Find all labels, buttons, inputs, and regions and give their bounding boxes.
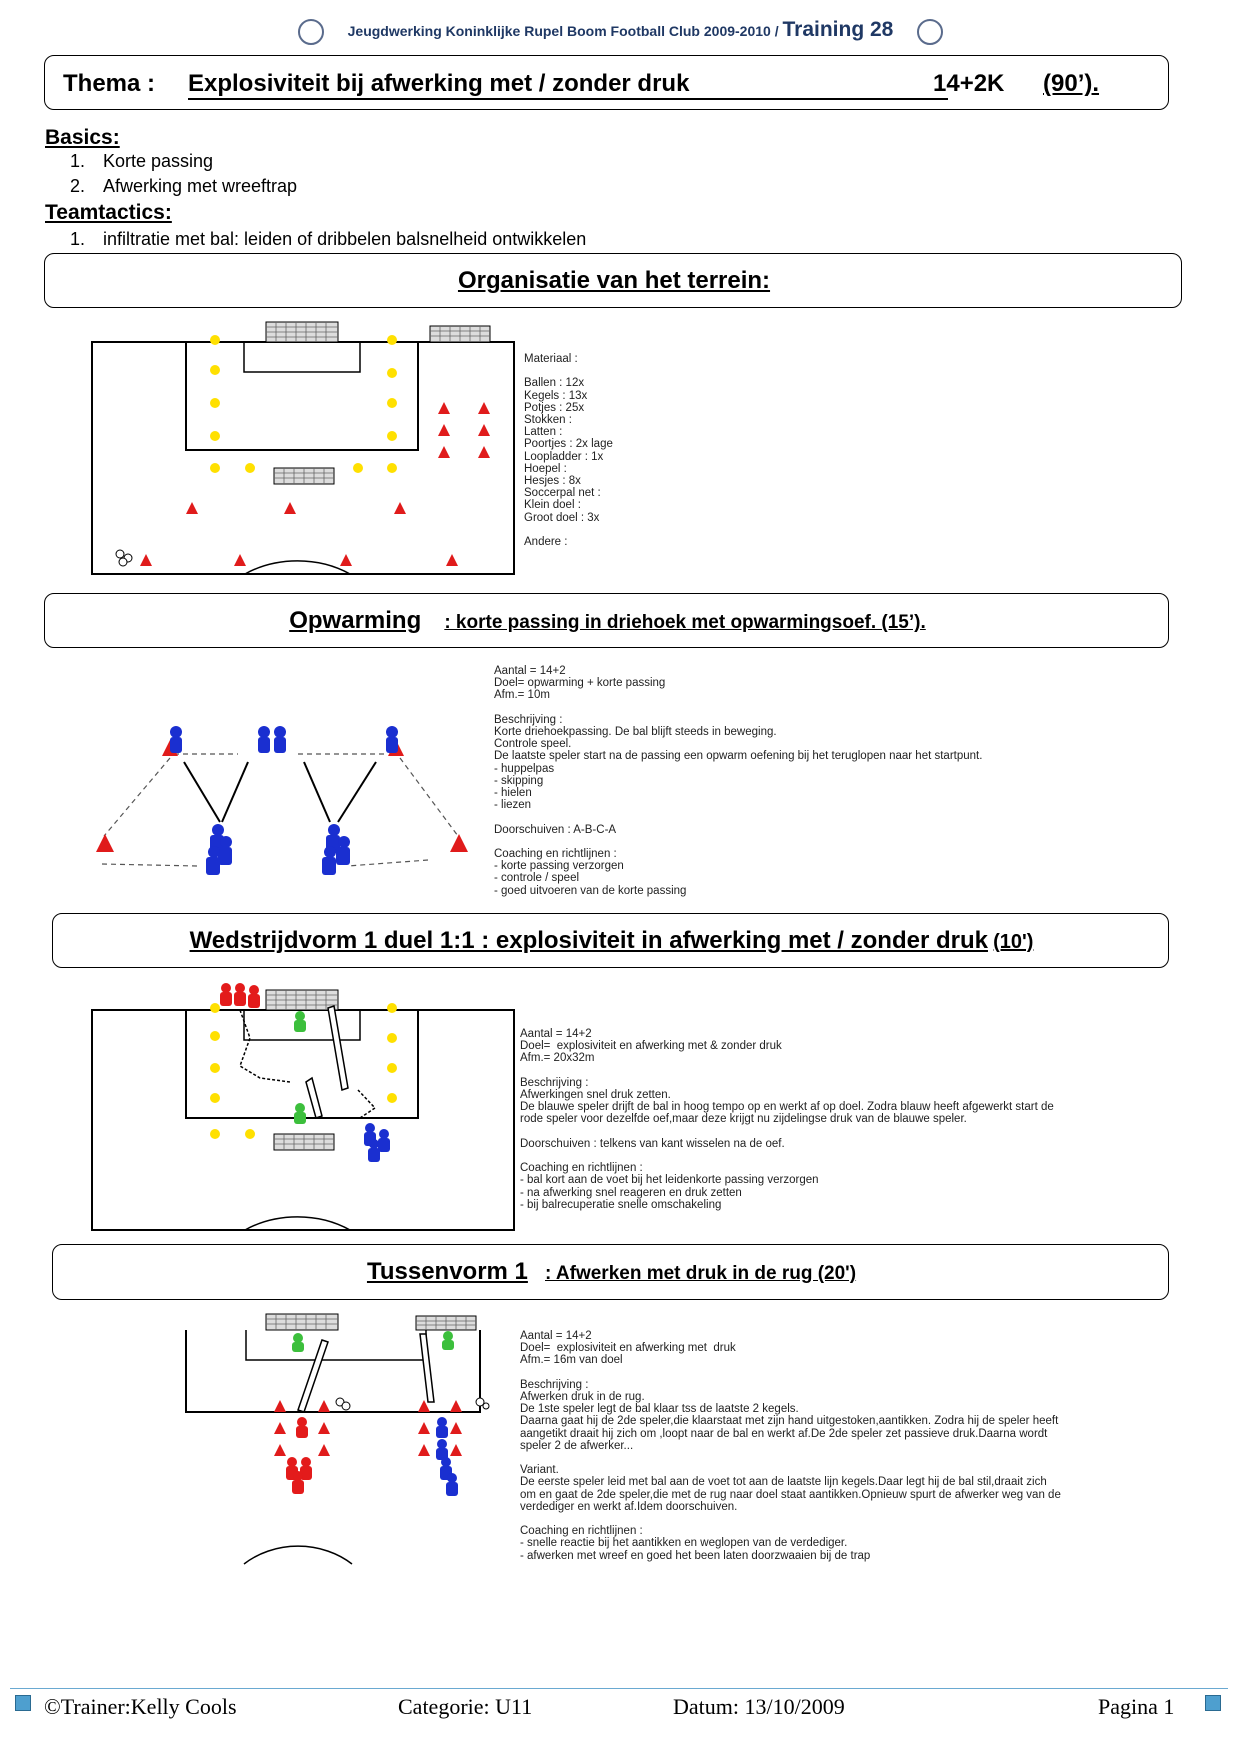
- header-training: Training 28: [782, 18, 894, 41]
- material-list: Materiaal : Ballen : 12x Kegels : 13x Po…: [524, 353, 613, 549]
- player-markers: [286, 1417, 312, 1494]
- dot-markers: [210, 335, 397, 473]
- theme-title: Explosiviteit bij afwerking met / zonder…: [188, 70, 948, 100]
- ball-icon: [115, 549, 133, 567]
- keeper-markers: [292, 1331, 454, 1352]
- opwarming-description: Aantal = 14+2 Doel= opwarming + korte pa…: [494, 665, 983, 897]
- organisatie-title: Organisatie van het terrein:: [457, 267, 771, 294]
- footer-square-icon: [1205, 1695, 1221, 1711]
- tussenvorm-description: Aantal = 14+2 Doel= explosiviteit en afw…: [520, 1330, 1061, 1562]
- opwarming-title: Opwarming: [289, 607, 422, 634]
- wedstrijdvorm-diagram: [91, 983, 515, 1231]
- goal-icon: [273, 467, 335, 485]
- theme-players: 14+2K: [933, 70, 1005, 97]
- header-club: Jeugdwerking Koninklijke Rupel Boom Foot…: [347, 23, 779, 39]
- list-item: 1.infiltratie met bal: leiden of dribbel…: [69, 229, 587, 249]
- opwarming-diagram: [96, 726, 468, 875]
- wedstrijdvorm-heading: Wedstrijdvorm 1 duel 1:1 : explosiviteit…: [53, 927, 1170, 955]
- organisatie-diagram: [91, 321, 515, 575]
- footer-trainer: ©Trainer:Kelly Cools: [44, 1694, 237, 1719]
- basics-heading: Basics:: [45, 126, 120, 149]
- footer-pagina: Pagina 1: [1098, 1694, 1175, 1719]
- opwarming-subtitle: : korte passing in driehoek met opwarmin…: [444, 612, 926, 633]
- footer-square-icon: [15, 1695, 31, 1711]
- goal-icon: [265, 321, 339, 343]
- player-markers: [364, 1123, 390, 1162]
- goal-icon: [273, 1133, 335, 1151]
- club-crest-icon: [297, 19, 324, 46]
- opwarming-box: Opwarming : korte passing in driehoek me…: [44, 593, 1169, 648]
- cone-markers: [140, 402, 490, 566]
- goal-icon: [265, 1313, 339, 1331]
- theme-label: Thema :: [63, 70, 156, 97]
- goal-icon: [265, 989, 339, 1011]
- club-crest-icon: [917, 19, 944, 46]
- wedstrijdvorm-duration: (10'): [993, 931, 1034, 953]
- basics-list: 1.Korte passing 2.Afwerking met wreeftra…: [45, 151, 297, 201]
- player-markers: [170, 726, 398, 875]
- wedstrijdvorm-box: Wedstrijdvorm 1 duel 1:1 : explosiviteit…: [52, 913, 1169, 968]
- goal-icon: [415, 1315, 477, 1331]
- theme-box: Thema : Explosiviteit bij afwerking met …: [44, 55, 1169, 110]
- theme-row: Thema : Explosiviteit bij afwerking met …: [63, 70, 1143, 100]
- tussenvorm-heading: Tussenvorm 1 : Afwerken met druk in de r…: [53, 1258, 1170, 1286]
- ball-icon: [335, 1397, 490, 1411]
- opwarming-heading: Opwarming : korte passing in driehoek me…: [45, 607, 1170, 635]
- cone-markers: [96, 740, 468, 852]
- goal-icon: [429, 325, 491, 343]
- tussenvorm-diagram: [185, 1313, 490, 1565]
- tussenvorm-title: Tussenvorm 1: [366, 1258, 528, 1285]
- keeper-markers: [294, 1011, 306, 1124]
- theme-duration: (90’).: [1043, 70, 1100, 97]
- wedstrijdvorm-description: Aantal = 14+2 Doel= explosiviteit en afw…: [520, 1028, 1054, 1211]
- dot-markers: [210, 1003, 397, 1139]
- list-item: 1.Korte passing: [69, 151, 214, 171]
- player-markers: [436, 1417, 458, 1496]
- teamtactics-list: 1.infiltratie met bal: leiden of dribbel…: [45, 229, 586, 254]
- footer-rule: [10, 1688, 1228, 1689]
- tussenvorm-subtitle: : Afwerken met druk in de rug (20'): [545, 1263, 857, 1284]
- footer-datum: Datum: 13/10/2009: [673, 1694, 845, 1719]
- page-header: Jeugdwerking Koninklijke Rupel Boom Foot…: [0, 18, 1241, 46]
- organisatie-box: Organisatie van het terrein:: [44, 253, 1182, 308]
- teamtactics-heading: Teamtactics:: [45, 201, 172, 224]
- tussenvorm-box: Tussenvorm 1 : Afwerken met druk in de r…: [52, 1244, 1169, 1300]
- wedstrijdvorm-title: Wedstrijdvorm 1 duel 1:1 : explosiviteit…: [189, 927, 988, 954]
- cone-markers: [274, 1400, 462, 1456]
- footer-categorie: Categorie: U11: [398, 1694, 533, 1719]
- list-item: 2.Afwerking met wreeftrap: [69, 176, 298, 196]
- player-markers: [220, 983, 260, 1008]
